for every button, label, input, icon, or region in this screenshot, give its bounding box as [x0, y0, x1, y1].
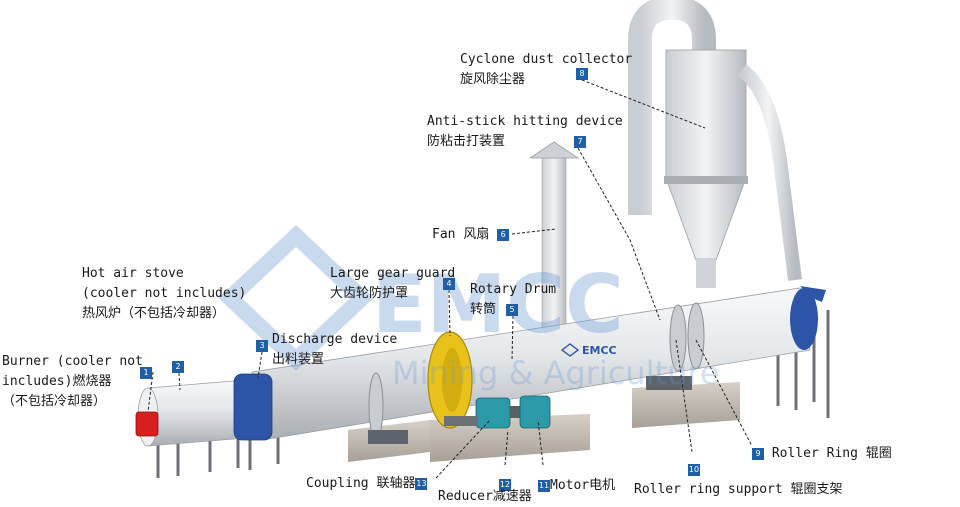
badge-8: 8 [576, 68, 588, 80]
label-fan-cn: 风扇 [463, 227, 490, 242]
label-burner-en: Burner (cooler not [2, 354, 143, 369]
label-hot-air-stove: Hot air stove (cooler not includes) 热风炉（… [82, 264, 246, 324]
label-drum-cn: 转筒 [470, 302, 497, 317]
badge-12: 12 [499, 479, 511, 491]
label-cyclone-cn: 旋风除尘器 [460, 72, 526, 87]
badge-1: 1 [140, 367, 152, 379]
label-roller-support: Roller ring support 辊圈支架 [634, 480, 843, 500]
badge-11: 11 [538, 479, 550, 492]
label-reducer-en: Reducer [438, 489, 493, 504]
label-gear-guard-cn: 大齿轮防护罩 [330, 286, 409, 301]
label-discharge-en: Discharge device [272, 332, 398, 347]
badge-3: 3 [256, 340, 268, 352]
label-roller-support-en: Roller ring support [634, 482, 783, 497]
drive-assembly [368, 376, 692, 444]
large-gear-guard [427, 331, 473, 429]
badge-9: 9 [752, 447, 764, 460]
label-fan: Fan 风扇 6 [432, 225, 510, 245]
label-coupling-cn: 联轴器 [376, 476, 416, 491]
badge-6: 6 [497, 228, 510, 241]
burner [135, 411, 159, 437]
badge-7: 7 [574, 136, 586, 148]
label-motor-en: Motor [550, 478, 590, 493]
emcc-watermark: EMCC Mining & Agriculture [218, 225, 720, 392]
label-discharge-cn: 出料装置 [272, 352, 325, 367]
label-motor: 11Motor电机 [538, 476, 615, 496]
watermark-tagline: Mining & Agriculture [392, 354, 720, 392]
label-anti-stick-cn: 防粘击打装置 [427, 134, 506, 149]
label-reducer-cn: 减速器 [492, 489, 532, 504]
label-stove-cn: 热风炉（不包括冷却器） [82, 306, 226, 321]
label-coupling: Coupling 联轴器13 [306, 474, 428, 494]
label-anti-stick: Anti-stick hitting device 防粘击打装置 [427, 112, 623, 152]
label-burner-en2: includes)燃烧器 [2, 374, 112, 389]
leader-lines [147, 79, 753, 479]
label-roller-support-cn: 辊圈支架 [790, 482, 843, 497]
label-gear-guard-en: Large gear guard [330, 266, 456, 281]
label-roller-ring: 9 Roller Ring 辊圈 [752, 444, 892, 464]
label-fan-en: Fan [432, 227, 456, 242]
badge-5: 5 [506, 304, 518, 316]
label-reducer: Reducer减速器 [438, 487, 532, 507]
label-discharge-device: Discharge device 出料装置 [272, 330, 397, 370]
badge-13: 13 [415, 477, 428, 490]
label-cyclone: Cyclone dust collector 旋风除尘器 [460, 50, 632, 90]
label-motor-cn: 电机 [589, 478, 616, 493]
label-burner: Burner (cooler not includes)燃烧器 （不包括冷却器） [2, 352, 143, 412]
label-rotary-drum: Rotary Drum 转筒 [470, 280, 556, 320]
discharge-device [233, 373, 273, 441]
label-stove-en2: (cooler not includes) [82, 286, 247, 301]
badge-10: 10 [688, 464, 700, 476]
label-roller-ring-en: Roller Ring [771, 446, 858, 461]
cyclone-dust-collector [628, 0, 802, 288]
label-stove-en: Hot air stove [82, 266, 184, 281]
label-gear-guard: Large gear guard 大齿轮防护罩 [330, 264, 455, 304]
label-anti-stick-en: Anti-stick hitting device [427, 114, 623, 129]
badge-2: 2 [172, 361, 184, 373]
badge-4: 4 [443, 278, 455, 290]
label-drum-en: Rotary Drum [470, 282, 557, 297]
roller-rings [368, 302, 705, 440]
label-cyclone-en: Cyclone dust collector [460, 52, 633, 67]
label-roller-ring-cn: 辊圈 [865, 446, 892, 461]
label-burner-cn: （不包括冷却器） [2, 394, 107, 409]
fan-chimney [528, 141, 580, 334]
drum-logo-text: EMCC [582, 344, 617, 357]
label-coupling-en: Coupling [306, 476, 369, 491]
drum-logo: EMCC [560, 343, 617, 357]
watermark-brand: EMCC [372, 258, 624, 351]
